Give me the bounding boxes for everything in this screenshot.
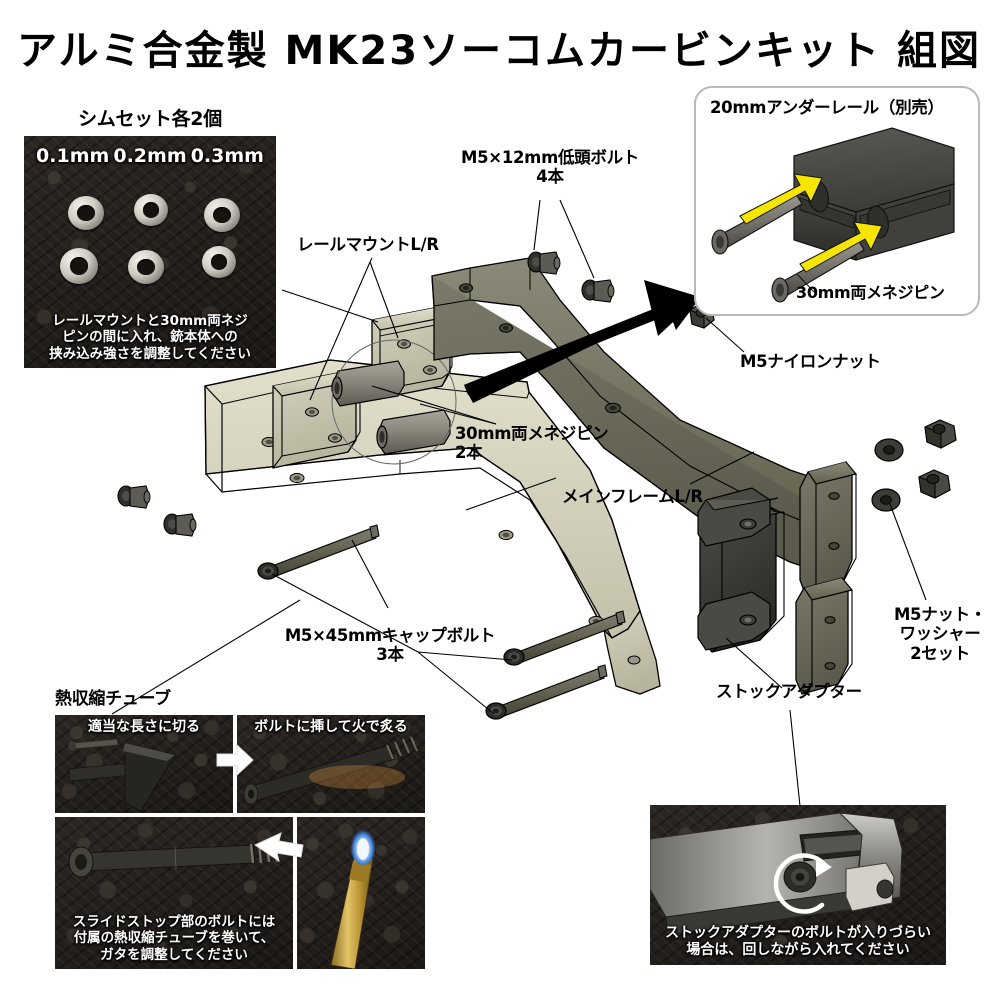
stock-bolt-inset: ストックアダプターのボルトが入りづらい 場合は、回しながら入れてください: [650, 805, 946, 965]
low-head-bolt-4: [163, 513, 197, 537]
shim-washer: [134, 194, 168, 226]
stock-bolt-photo: ストックアダプターのボルトが入りづらい 場合は、回しながら入れてください: [650, 805, 946, 965]
shim-size-0: 0.1mm: [36, 145, 110, 167]
pin-upper: [711, 193, 803, 255]
label-main-frame: メインフレームL/R: [562, 487, 703, 506]
double-thread-pin-upper: [331, 360, 405, 407]
label-cap-bolt: M5×45mmキャップボルト 3本: [284, 626, 496, 665]
shim-washer: [202, 246, 236, 278]
label-double-thread-pin: 30mm両メネジピン 2本: [455, 424, 609, 463]
shim-set-caption: レールマウントと30mm両ネジ ピンの間に入れ、銃本体への 挟み込み強さを調整し…: [49, 312, 251, 362]
lighter-photo: [297, 817, 425, 969]
heat-shrink-result-photo: スライドストップ部のボルトには 付属の熱収縮チューブを巻いて、 ガタを調整してく…: [55, 817, 293, 969]
shim-washer: [128, 250, 164, 284]
under-rail-pin-label: 30mm両メネジピン: [796, 283, 945, 302]
assembly-direction-arrow: [463, 280, 700, 403]
shim-set-heading: シムセット各2個: [78, 108, 222, 130]
leader-lines: [111, 199, 927, 807]
label-rail-mount: レールマウントL/R: [297, 235, 439, 254]
leather-background: [55, 817, 293, 969]
insert-arrow-lower: [799, 221, 883, 273]
label-stock-adapter: ストックアダプター: [716, 682, 862, 701]
low-head-bolt-2: [581, 279, 615, 303]
heat-shrink-step2-caption: ボルトに挿して火で炙る: [254, 719, 408, 735]
washer-1: [874, 438, 904, 462]
heat-shrink-step1-caption: 適当な長さに切る: [88, 719, 200, 735]
shim-washer: [60, 248, 98, 284]
stock-adapter-part: [697, 487, 785, 653]
low-head-bolt-3: [117, 485, 151, 509]
label-nut-washer: M5ナット・ ワッシャー 2セット: [893, 605, 987, 663]
flow-arrow-right-icon: [216, 743, 254, 777]
cap-bolt-1: [257, 524, 380, 580]
washer-2: [871, 488, 901, 512]
shim-size-labels: 0.1mm 0.2mm 0.3mm: [24, 145, 276, 168]
shim-set-photo: 0.1mm 0.2mm 0.3mm レールマウントと30mm両ネジ ピンの間に入…: [24, 136, 276, 368]
insert-arrow-upper: [739, 173, 823, 225]
label-nylon-nut: M5ナイロンナット: [740, 352, 881, 371]
pin-lower: [771, 239, 865, 303]
heat-shrink-inset: 熱収縮チューブ 適当な長さに切る: [55, 689, 425, 970]
low-head-bolt-1: [527, 251, 561, 275]
heat-shrink-cut-photo: 適当な長さに切る: [55, 715, 233, 813]
shim-washer: [68, 196, 104, 230]
under-rail-heading: 20mmアンダーレール（別売）: [710, 98, 944, 117]
cap-bolt-3: [485, 664, 608, 720]
shim-size-2: 0.3mm: [190, 145, 264, 167]
stock-bolt-caption: ストックアダプターのボルトが入りづらい 場合は、回しながら入れてください: [665, 924, 931, 958]
heat-shrink-caption: スライドストップ部のボルトには 付属の熱収縮チューブを巻いて、 ガタを調整してく…: [72, 913, 276, 963]
shim-set-inset: シムセット各2個 0.1mm 0.2mm 0.3mm レールマウントと30mm両…: [24, 108, 276, 368]
hex-nut-2: [918, 469, 951, 499]
double-thread-pin-lower: [376, 409, 451, 455]
hex-nut-1: [924, 419, 957, 449]
cap-bolt-2: [503, 610, 626, 666]
under-rail-inset: 20mmアンダーレール（別売）: [694, 86, 980, 316]
label-low-head-bolt: M5×12mm低頭ボルト 4本: [461, 148, 639, 187]
page-title: アルミ合金製 MK23ソーコムカービンキット 組図: [17, 28, 981, 74]
flow-arrow-left-icon: [253, 832, 304, 863]
heat-shrink-insert-photo: ボルトに挿して火で炙る: [237, 715, 425, 813]
shim-washer: [204, 198, 240, 232]
heat-shrink-heading: 熱収縮チューブ: [55, 689, 171, 709]
under-rail-illustration: [711, 127, 955, 303]
shim-size-1: 0.2mm: [113, 145, 187, 167]
